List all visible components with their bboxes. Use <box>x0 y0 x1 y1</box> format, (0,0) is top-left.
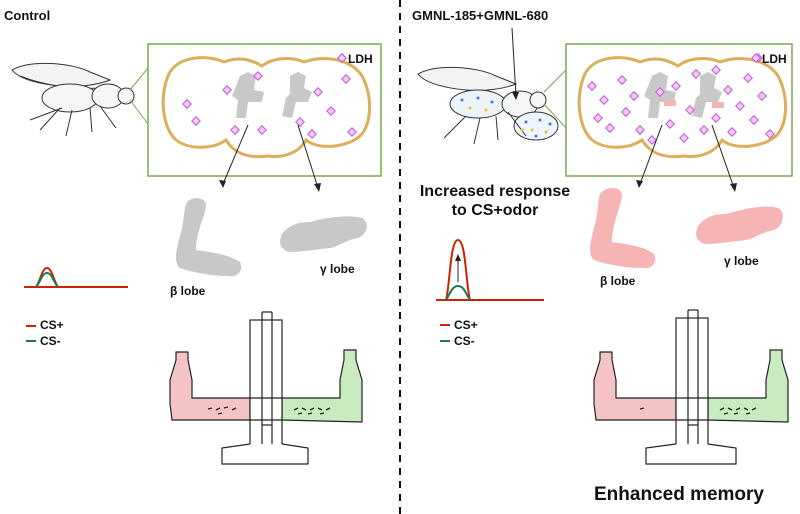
ldh-legend-label-treated: LDH <box>762 52 787 66</box>
outcome-label: Enhanced memory <box>594 484 764 505</box>
beta-lobe-label-treated: β lobe <box>600 274 636 288</box>
cs-plus-label-control: CS+ <box>40 318 64 332</box>
ldh-legend-label-control: LDH <box>348 52 373 66</box>
gamma-lobe-label-treated: γ lobe <box>724 254 759 268</box>
panel-title-treated: GMNL-185+GMNL-680 <box>412 8 549 23</box>
response-line-1: Increased response <box>419 183 571 200</box>
panel-title-control: Control <box>4 8 51 23</box>
beta-lobe-label-control: β lobe <box>170 284 206 298</box>
brain-outline-treated <box>577 56 787 159</box>
ldh-legend-icon-treated <box>751 53 761 63</box>
beta-lobe-control <box>176 198 242 277</box>
mushroom-body-treated <box>644 72 722 118</box>
response-curve-control <box>24 266 128 288</box>
gamma-lobe-label-control: γ lobe <box>320 262 355 276</box>
cs-minus-label-treated: CS- <box>454 334 475 348</box>
response-annotation: Increased response to CS+odor <box>410 182 580 220</box>
response-curve-treated <box>436 238 544 301</box>
beta-lobe-treated <box>590 188 656 269</box>
fly-treated-illustration <box>417 67 559 145</box>
cs-minus-label-control: CS- <box>40 334 61 348</box>
ldh-legend-icon-control <box>337 53 347 63</box>
cs-plus-label-treated: CS+ <box>454 318 478 332</box>
brain-outline-control <box>161 56 371 159</box>
t-maze-control <box>169 311 363 465</box>
response-line-2: to CS+odor <box>451 202 539 219</box>
t-maze-treated <box>593 309 789 465</box>
gamma-lobe-treated <box>696 206 783 244</box>
fly-control-illustration <box>11 63 135 137</box>
fly-supplement-dots <box>460 96 552 138</box>
brain-box-control <box>147 43 382 177</box>
brain-box-treated <box>565 43 793 177</box>
mushroom-body-control <box>232 72 312 118</box>
gamma-lobe-control <box>280 216 367 252</box>
